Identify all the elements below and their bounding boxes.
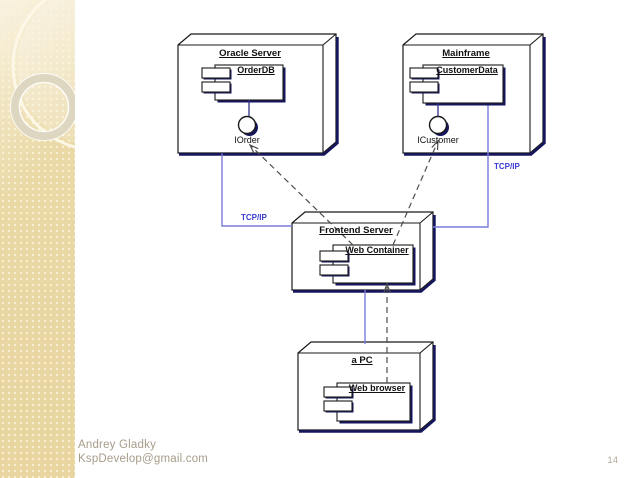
component-label-orderdb: OrderDB — [237, 65, 275, 75]
component-label-customerdata: CustomerData — [436, 65, 498, 75]
orderdb-component — [201, 64, 286, 103]
tcpip-link-oracle-frontend — [221, 153, 292, 227]
tcpip-label-right: TCP/IP — [494, 162, 520, 171]
node-title-mainframe: Mainframe — [442, 48, 490, 59]
interface-label-icustomer: ICustomer — [417, 135, 459, 145]
footer-author: Andrey Gladky — [78, 439, 157, 451]
sidebar-circles-decoration — [10, 0, 75, 149]
node-title-a-pc: a PC — [351, 355, 373, 366]
footer-email: KspDevelop@gmail.com — [78, 453, 209, 465]
interface-label-iorder: IOrder — [234, 135, 260, 145]
dependency-webbrowser-webcontainer — [383, 282, 391, 383]
component-label-web-browser: Web browser — [348, 383, 406, 393]
node-title-frontend-server: Frontend Server — [319, 225, 393, 236]
icustomer-interface-lollipop — [428, 103, 449, 136]
dependency-webcontainer-iorder — [248, 143, 354, 246]
iorder-interface-lollipop — [237, 100, 258, 136]
web-browser-component — [323, 382, 413, 424]
node-title-oracle-server: Oracle Server — [219, 48, 281, 59]
customerdata-component — [409, 64, 506, 106]
tcpip-label-left: TCP/IP — [241, 213, 267, 222]
web-container-component — [319, 244, 416, 286]
tcpip-link-mainframe-frontend — [433, 103, 489, 228]
component-label-web-container: Web Container — [345, 245, 409, 255]
slide-theme-sidebar — [0, 0, 75, 478]
dependency-webcontainer-icustomer — [392, 139, 439, 246]
page-number: 14 — [607, 455, 618, 466]
